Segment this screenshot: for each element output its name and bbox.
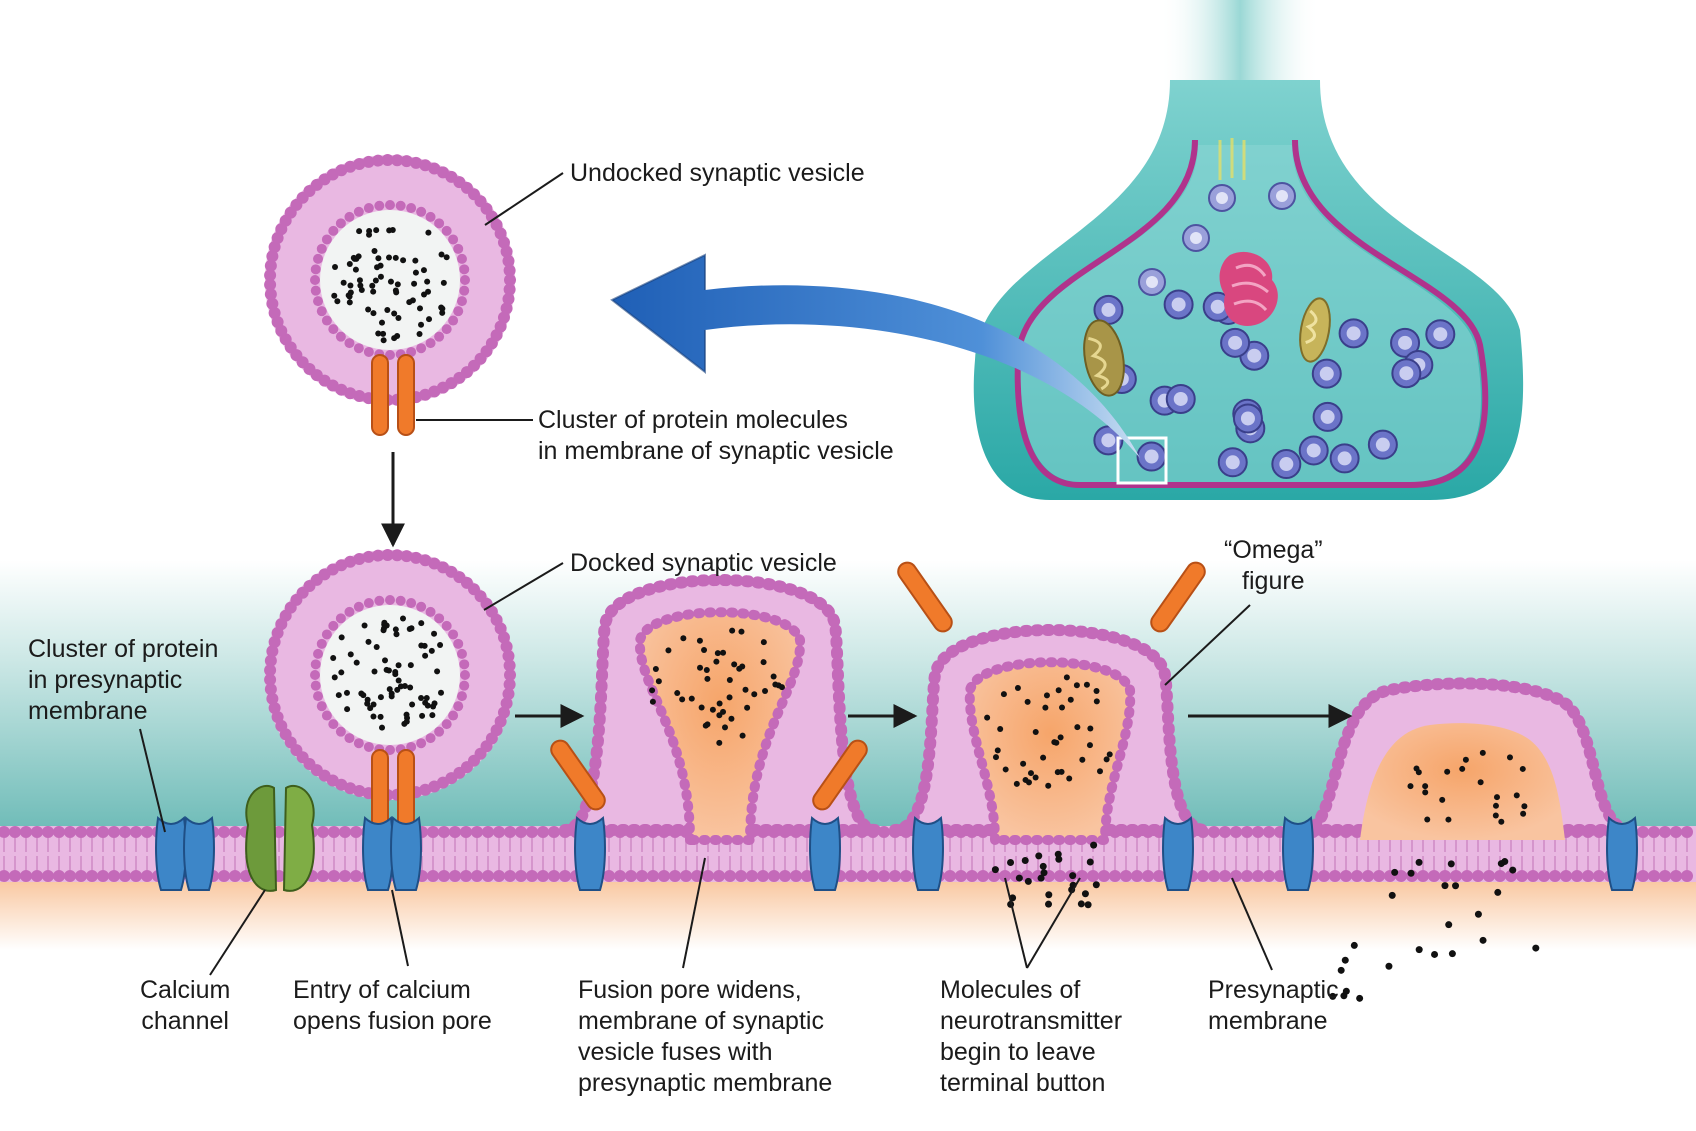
label-line: in membrane of synaptic vesicle bbox=[538, 437, 894, 465]
label-line: Calcium bbox=[140, 976, 231, 1004]
omega-figure bbox=[893, 624, 1207, 845]
terminal-button-inset bbox=[973, 0, 1524, 500]
label-line: Cluster of protein molecules bbox=[538, 406, 848, 434]
detached-protein-rods bbox=[550, 561, 1206, 811]
label-neurotransmitter-molecules: Molecules of neurotransmitter begin to l… bbox=[940, 975, 1122, 1099]
label-calcium-channel: Calcium channel bbox=[140, 975, 230, 1037]
label-protein-presynaptic: Cluster of protein in presynaptic membra… bbox=[28, 634, 218, 727]
label-line: presynaptic membrane bbox=[578, 1069, 833, 1097]
label-line: Molecules of bbox=[940, 976, 1081, 1004]
label-line: vesicle fuses with bbox=[578, 1038, 773, 1066]
presynaptic-protein-clusters bbox=[155, 815, 1638, 891]
label-docked-vesicle: Docked synaptic vesicle bbox=[570, 548, 837, 579]
mitochondrion-left bbox=[1083, 319, 1125, 397]
label-line: Fusion pore widens, bbox=[578, 976, 802, 1004]
label-undocked-vesicle: Undocked synaptic vesicle bbox=[570, 158, 865, 189]
extracellular-band bbox=[0, 880, 1696, 950]
label-line: in presynaptic bbox=[28, 666, 183, 694]
label-calcium-entry: Entry of calcium opens fusion pore bbox=[293, 975, 492, 1037]
docked-vesicle bbox=[264, 549, 516, 836]
calcium-channel bbox=[245, 784, 315, 892]
label-line: Undocked synaptic vesicle bbox=[570, 159, 865, 187]
label-line: membrane of synaptic bbox=[578, 1007, 824, 1035]
magnified-region-box bbox=[1116, 436, 1168, 485]
label-line: channel bbox=[141, 1007, 229, 1035]
undocked-vesicle bbox=[264, 154, 516, 436]
label-omega-figure: “Omega” figure bbox=[1224, 535, 1323, 597]
label-fusion-pore: Fusion pore widens, membrane of synaptic… bbox=[578, 975, 832, 1099]
process-arrows bbox=[381, 452, 1353, 728]
golgi-apparatus bbox=[1219, 251, 1278, 326]
label-protein-vesicle: Cluster of protein molecules in membrane… bbox=[538, 405, 894, 467]
label-line: Presynaptic bbox=[1208, 976, 1339, 1004]
fusion-stage-vesicle bbox=[563, 574, 877, 845]
label-presynaptic-membrane: Presynaptic membrane bbox=[1208, 975, 1339, 1037]
terminal-membrane-outline bbox=[1014, 139, 1489, 488]
magnification-arrow bbox=[610, 253, 1140, 458]
label-line: Entry of calcium bbox=[293, 976, 471, 1004]
label-line: terminal button bbox=[940, 1069, 1106, 1097]
label-line: Cluster of protein bbox=[28, 635, 219, 663]
label-line: membrane bbox=[28, 697, 148, 725]
released-neurotransmitter bbox=[991, 841, 1540, 1002]
leader-lines bbox=[139, 172, 1273, 976]
label-line: figure bbox=[1242, 567, 1305, 595]
label-line: neurotransmitter bbox=[940, 1007, 1123, 1035]
mitochondrion-right bbox=[1299, 297, 1331, 363]
flattened-vesicle bbox=[1303, 677, 1632, 840]
label-line: Docked synaptic vesicle bbox=[570, 549, 837, 577]
label-line: opens fusion pore bbox=[293, 1007, 492, 1035]
label-line: begin to leave bbox=[940, 1038, 1096, 1066]
label-line: “Omega” bbox=[1224, 536, 1323, 564]
label-line: membrane bbox=[1208, 1007, 1328, 1035]
incoming-vesicle-trails bbox=[1218, 138, 1246, 180]
